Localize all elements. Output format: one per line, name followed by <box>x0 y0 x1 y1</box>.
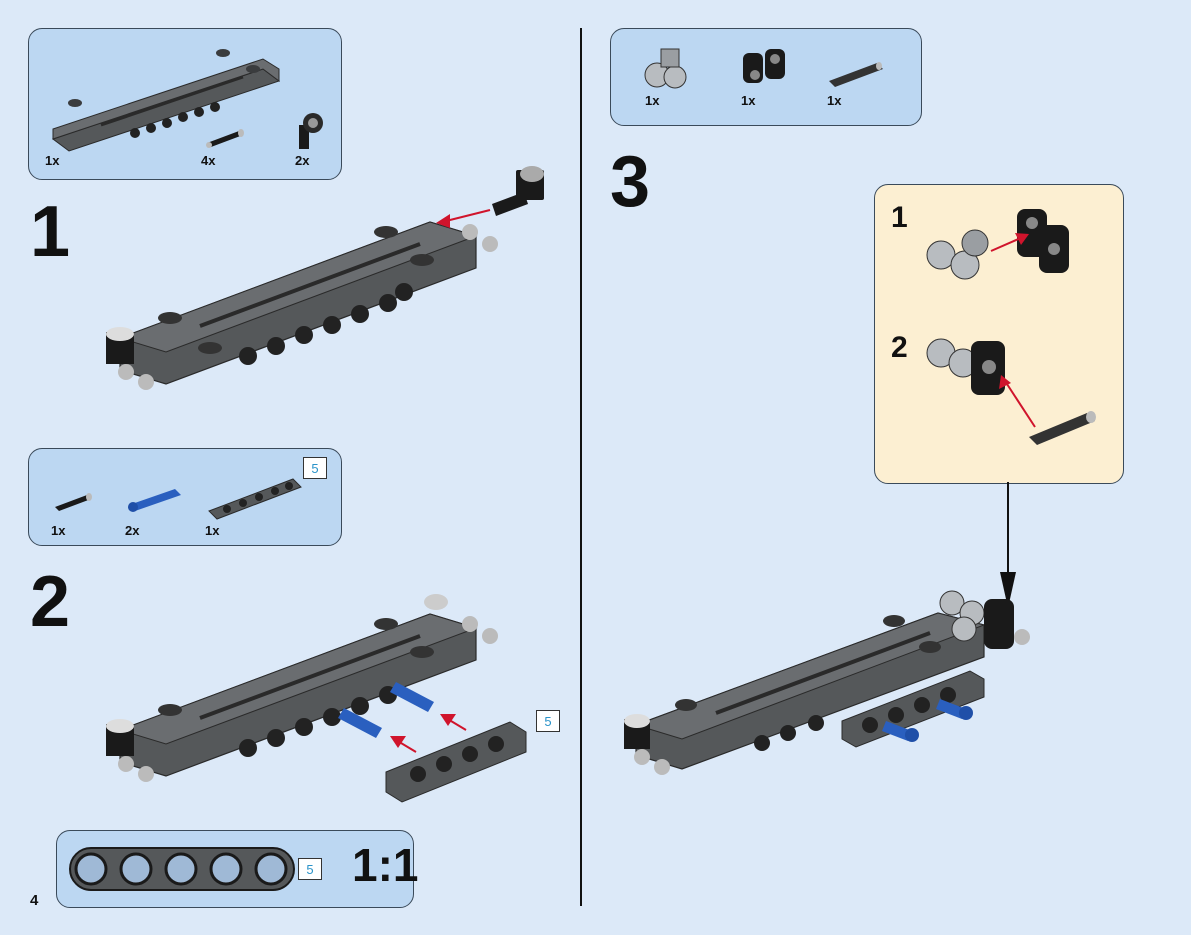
substep-2-illustration <box>926 338 1096 445</box>
beam-5-icon <box>208 478 302 520</box>
step-3-model-illustration <box>624 590 1030 775</box>
substep-1-number: 1 <box>891 201 908 234</box>
step-1-part-qty-3: 2x <box>295 153 310 168</box>
step-3-parts-box: 1x 1x 1x <box>610 28 922 126</box>
gray-panel-icon <box>51 49 281 152</box>
substep-2-number: 2 <box>891 331 908 364</box>
step-1-parts-box: 1x 4x 2x <box>28 28 342 180</box>
step-1-number: 1 <box>30 192 71 272</box>
substep-1-illustration <box>926 209 1069 280</box>
step-1-part-qty-2: 4x <box>201 153 216 168</box>
black-axle-pin-icon <box>206 129 244 148</box>
step-2-parts-box: 5 1x 2x 1x <box>28 448 342 546</box>
scale-beam-icon <box>69 847 295 891</box>
step-3-part-qty-3: 1x <box>827 93 842 108</box>
blue-axle-pin-icon <box>128 489 181 512</box>
step-2-beam-length-tag: 5 <box>303 457 327 479</box>
black-friction-pin-icon <box>55 493 92 511</box>
step-1-model-illustration <box>106 166 544 390</box>
step-2-part-qty-2: 2x <box>125 523 140 538</box>
column-divider <box>580 28 582 906</box>
step-3-part-qty-1: 1x <box>645 93 660 108</box>
step-1-part-qty-1: 1x <box>45 153 60 168</box>
page-number: 4 <box>30 892 39 909</box>
gray-double-connector-icon <box>644 48 687 89</box>
step-2-part-qty-1: 1x <box>51 523 66 538</box>
step-2-part-qty-3: 1x <box>205 523 220 538</box>
sub-assembly-callout: 1 2 <box>874 184 1124 484</box>
step-2-model-illustration <box>106 594 527 803</box>
scale-ratio-label: 1:1 <box>352 839 419 891</box>
step-3-part-qty-2: 1x <box>741 93 756 108</box>
step-2-number: 2 <box>30 562 71 642</box>
axle-icon <box>829 62 883 87</box>
step-3-number: 3 <box>610 142 651 222</box>
scale-length-tag: 5 <box>298 858 322 880</box>
black-double-connector-icon <box>743 49 785 83</box>
black-connector-icon <box>299 113 323 149</box>
callout-down-arrow <box>1000 482 1016 608</box>
step-2-model-beam-length-tag: 5 <box>536 710 560 732</box>
